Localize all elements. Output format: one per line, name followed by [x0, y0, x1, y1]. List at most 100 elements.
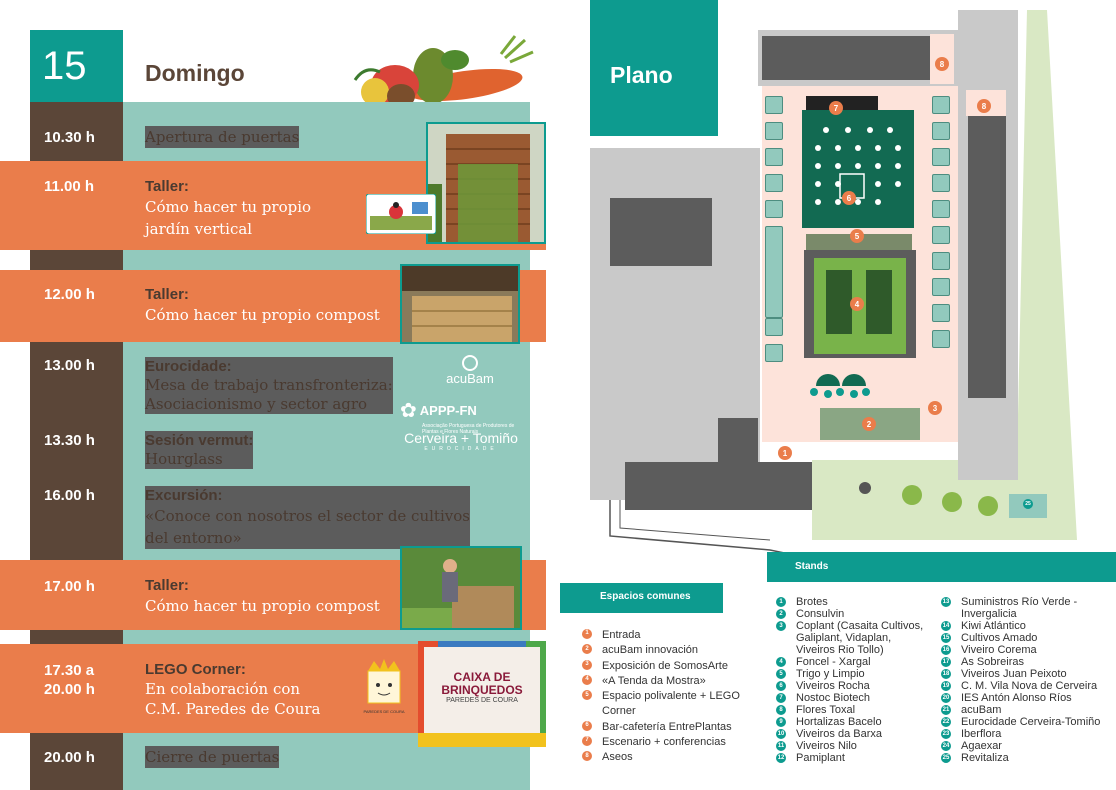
vegetables-illustration [353, 35, 534, 108]
event-title: Sesión vermut: [145, 432, 254, 449]
legend-label: Coplant (Casaita Cultivos, [796, 620, 924, 632]
legend-number: 3 [776, 621, 786, 631]
legend-label: Escenario + conferencias [602, 736, 726, 749]
legend-label: Viveiros Rio Tollo) [796, 644, 884, 656]
legend-label: acuBam [961, 704, 1002, 716]
map-cafe-tables [815, 127, 901, 205]
event-line: En colaboración con [145, 680, 301, 698]
appp-logo-text: APPP-FN [419, 403, 477, 418]
plus-icon: + [460, 430, 470, 446]
eurocidade-text: EUROCIDADE [424, 446, 498, 452]
event-compost-1: Taller: Cómo hacer tu propio compost [145, 285, 380, 326]
time-1030: 10.30 h [44, 129, 95, 146]
legend-number: 12 [776, 753, 786, 763]
legend-number: 18 [941, 669, 951, 679]
legend-item: 20 IES Antón Alonso Ríos [941, 692, 1116, 704]
legend-label: Viveiros Rocha [796, 680, 870, 692]
time-1700: 17.00 h [44, 578, 95, 595]
legend-number: 2 [776, 609, 786, 619]
legend-label: Pamiplant [796, 752, 845, 764]
legend-label: Galiplant, Vidaplan, [796, 632, 892, 644]
paredes-coura-small-text: PAREDES DE COURA [363, 709, 405, 714]
legend-number: 21 [941, 705, 951, 715]
legend-label: Trigo y Limpio [796, 668, 865, 680]
legend-number: 17 [941, 657, 951, 667]
legend-number: 7 [776, 693, 786, 703]
day-number: 15 [30, 30, 123, 102]
stands-header: Stands [767, 552, 1116, 582]
map-right-dark [968, 94, 1006, 398]
legend-label: «A Tenda da Mostra» [602, 674, 706, 687]
legend-label: Agaexar [961, 740, 1002, 752]
legend-number: 8 [582, 751, 592, 762]
caixa-brinquedos-logo: CAIXA DE BRINQUEDOS PAREDES DE COURA [418, 641, 546, 747]
map-store-shelf-1 [826, 270, 852, 334]
acubam-logo-text: acuBam [446, 371, 494, 386]
time-line: 20.00 h [44, 681, 95, 698]
map-marker-4: 4 [850, 297, 864, 311]
event-line: Cómo hacer tu propio [145, 198, 312, 216]
event-line: C.M. Paredes de Coura [145, 700, 321, 718]
legend-item: 6 Viveiros Rocha [776, 680, 941, 692]
legend-item: Galiplant, Vidaplan, [776, 632, 941, 644]
legend-number: 8 [776, 705, 786, 715]
legend-number: 20 [941, 693, 951, 703]
legend-number: 2 [582, 644, 592, 655]
compost-photo-2 [400, 546, 522, 630]
legend-label: Brotes [796, 596, 828, 608]
acubam-logo: acuBam [440, 355, 500, 386]
legend-number: 6 [776, 681, 786, 691]
time-1100: 11.00 h [44, 178, 95, 195]
time-line: 17.30 a [44, 662, 95, 679]
event-line: Cómo hacer tu propio compost [145, 306, 380, 324]
map-stage [806, 96, 878, 110]
time-2000: 20.00 h [44, 749, 95, 766]
event-line: Asociacionismo y sector agro [145, 395, 368, 413]
legend-label: Consulvin [796, 608, 845, 620]
legend-number: 9 [776, 717, 786, 727]
legend-item: 7 Escenario + conferencias [582, 735, 762, 750]
legend-label: IES Antón Alonso Ríos [961, 692, 1072, 704]
legend-number: 16 [941, 645, 951, 655]
map-left-stands [765, 96, 783, 366]
map-small-stands [810, 374, 870, 398]
event-line: Mesa de trabajo transfronteriza: [145, 376, 393, 394]
time-1200: 12.00 h [44, 286, 95, 303]
legend-item: Invergalicia [941, 608, 1116, 620]
legend-number: 6 [582, 720, 592, 731]
legend-number: 5 [776, 669, 786, 679]
legend-number: 5 [582, 690, 592, 701]
legend-label: acuBam innovación [602, 644, 699, 657]
legend-label: Foncel - Xargal [796, 656, 871, 668]
event-opening: Apertura de puertas [145, 126, 300, 148]
appp-logo: ✿ APPP-FN Associação Portuguesa de Produ… [400, 398, 530, 435]
legend-number: 24 [941, 741, 951, 751]
event-closing: Cierre de puertas [145, 746, 280, 768]
legend-label: Cultivos Amado [961, 632, 1038, 644]
legend-label: Corner [602, 705, 636, 718]
legend-item: 24 Agaexar [941, 740, 1116, 752]
legend-number: 7 [582, 736, 592, 747]
event-title: Taller: [145, 178, 189, 195]
event-title: Taller: [145, 577, 189, 594]
legend-item: Corner [582, 704, 762, 719]
legend-item: 5 Trigo y Limpio [776, 668, 941, 680]
legend-label: Viveiros da Barxa [796, 728, 883, 740]
map-marker-8-right: 8 [977, 99, 991, 113]
legend-number: 1 [582, 629, 592, 639]
event-line: Hourglass [145, 450, 223, 468]
time-1730: 17.30 a 20.00 h [44, 661, 95, 699]
legend-label: Viveiros Juan Peixoto [961, 668, 1067, 680]
legend-item: Viveiros Rio Tollo) [776, 644, 941, 656]
event-lego: LEGO Corner: En colaboración con C.M. Pa… [145, 660, 321, 719]
